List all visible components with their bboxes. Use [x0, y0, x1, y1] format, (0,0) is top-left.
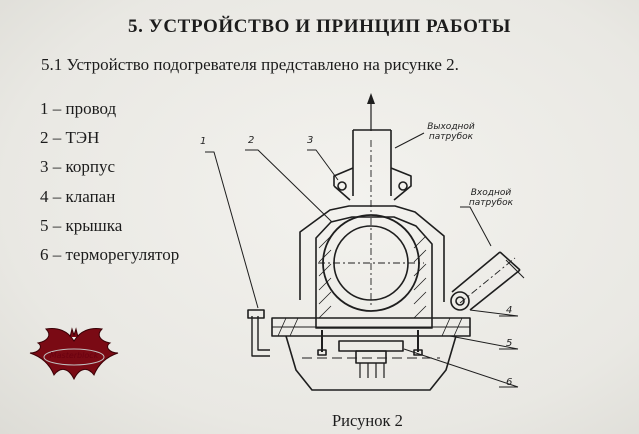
part-number-6: 6 — [506, 377, 513, 388]
part-number-5: 5 — [506, 338, 513, 349]
watermark-logo: Masterblock — [28, 323, 120, 393]
watermark-text: Masterblock — [49, 351, 99, 360]
wall-hatching — [318, 235, 427, 319]
part-number-1: 1 — [200, 136, 207, 147]
legend-item-5: 5 – крышка — [40, 215, 123, 235]
part-number-2: 2 — [248, 135, 255, 146]
bolt-left — [337, 181, 347, 191]
wire — [251, 316, 270, 357]
bolt-right — [398, 181, 408, 191]
outlet-callout: Выходной патрубок — [418, 122, 484, 142]
valve — [450, 291, 470, 311]
lid-plate — [271, 317, 471, 337]
part-number-4: 4 — [506, 305, 513, 316]
legend-item-1: 1 – провод — [40, 99, 117, 118]
legend-item-2: 2 – ТЭН — [40, 128, 100, 148]
intro-paragraph: 5.1 Устройство подогревателя представлен… — [41, 55, 459, 74]
top-flange — [333, 167, 412, 201]
legend-item-3: 3 – корпус — [40, 157, 116, 177]
outlet-callout-line2: патрубок — [428, 132, 474, 142]
outlet-callout-line1: Выходной — [427, 122, 475, 132]
legend-item-6: 6 – терморегулятор — [40, 245, 180, 265]
inlet-callout-line1: Входной — [470, 188, 512, 198]
leader-lines — [205, 132, 519, 388]
housing-body — [299, 205, 445, 302]
section-heading: 5. УСТРОЙСТВО И ПРИНЦИП РАБОТЫ — [128, 16, 511, 37]
figure-caption: Рисунок 2 — [332, 411, 403, 430]
thermostat — [338, 340, 404, 352]
inlet-pipe — [451, 251, 525, 311]
legend-item-4: 4 – клапан — [40, 186, 116, 206]
parts-legend: 1 – провод 2 – ТЭН 3 – корпус 4 – клапан… — [40, 94, 179, 269]
flow-arrow-head — [367, 93, 375, 104]
bat-logo-icon — [29, 327, 119, 381]
inlet-callout-line2: патрубок — [468, 198, 514, 208]
cover-bottom — [285, 335, 457, 391]
outlet-pipe — [352, 129, 392, 196]
part-number-3: 3 — [307, 135, 314, 146]
inlet-callout: Входной патрубок — [458, 188, 524, 208]
